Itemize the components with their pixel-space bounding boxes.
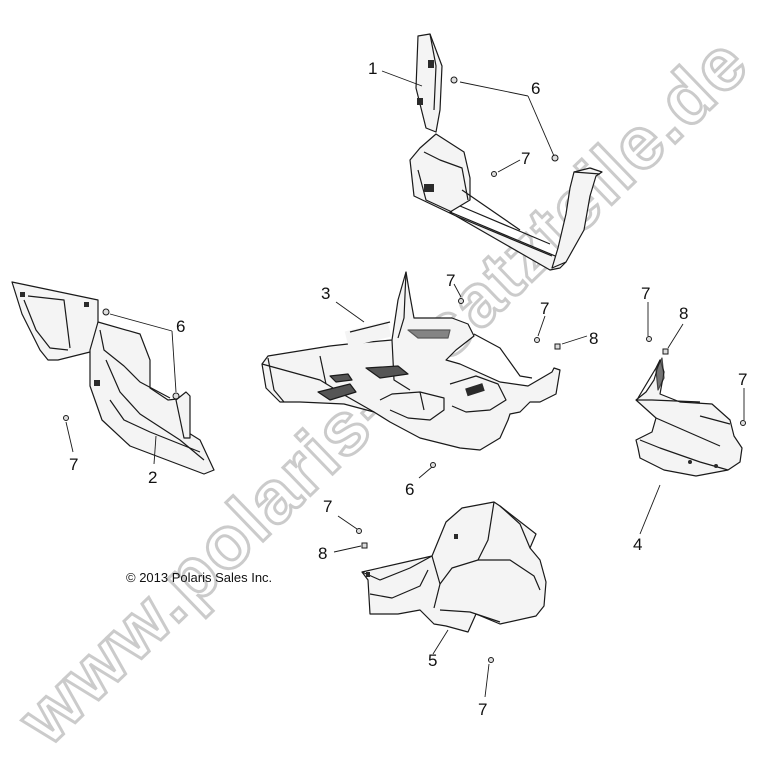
callout-6-left: 6 — [176, 317, 186, 336]
fastener-6-center — [430, 462, 436, 468]
callout-6-center: 6 — [405, 480, 415, 499]
callout-4: 4 — [633, 535, 643, 554]
callout-8-bottom: 8 — [318, 544, 328, 563]
callout-7-right-b: 7 — [738, 370, 748, 389]
fastener-7-right-a — [646, 336, 652, 342]
callout-7-left: 7 — [69, 455, 79, 474]
callout-5: 5 — [428, 651, 438, 670]
callout-2: 2 — [148, 468, 158, 487]
callout-8-center: 8 — [589, 329, 599, 348]
fastener-7-bottom-b — [488, 657, 494, 663]
leader-lines — [65, 70, 745, 698]
part-2-side-panel — [11, 281, 215, 475]
part-4-side-bin — [635, 357, 743, 477]
fastener-7-bottom-a — [356, 528, 362, 534]
callout-8-right: 8 — [679, 304, 689, 323]
fastener-8-right — [662, 348, 669, 355]
fastener-8-center — [554, 343, 561, 350]
callout-7-bottom-a: 7 — [323, 497, 333, 516]
fastener-6-left-b — [172, 392, 180, 400]
part-5-bottom-bin — [361, 501, 547, 633]
fastener-8-bottom — [361, 542, 368, 549]
callout-1: 1 — [368, 59, 378, 78]
diagram-drawing — [11, 33, 746, 698]
fastener-7-center-a — [458, 298, 464, 304]
fastener-6-left-a — [102, 308, 110, 316]
fastener-6-top-a — [450, 76, 458, 84]
fastener-7-right-b — [740, 420, 746, 426]
callout-7-right-a: 7 — [641, 284, 651, 303]
fastener-6-top-b — [551, 154, 559, 162]
fastener-7-center-b — [534, 337, 540, 343]
fastener-7-top — [491, 171, 497, 177]
copyright-notice: © 2013 Polaris Sales Inc. — [126, 570, 273, 585]
callout-3: 3 — [321, 284, 331, 303]
parts-diagram: www.polaris-ersatzteile.de — [1, 19, 766, 761]
part-1-footwell-panel — [409, 33, 603, 271]
callout-7-center-b: 7 — [540, 299, 550, 318]
callout-7-bottom-b: 7 — [478, 700, 488, 719]
part-3-floor-tub — [261, 271, 561, 451]
callout-6-top: 6 — [531, 79, 541, 98]
callout-7-center-a: 7 — [446, 271, 456, 290]
callout-7-top: 7 — [521, 149, 531, 168]
fastener-7-left — [63, 415, 69, 421]
fasteners — [63, 76, 746, 663]
